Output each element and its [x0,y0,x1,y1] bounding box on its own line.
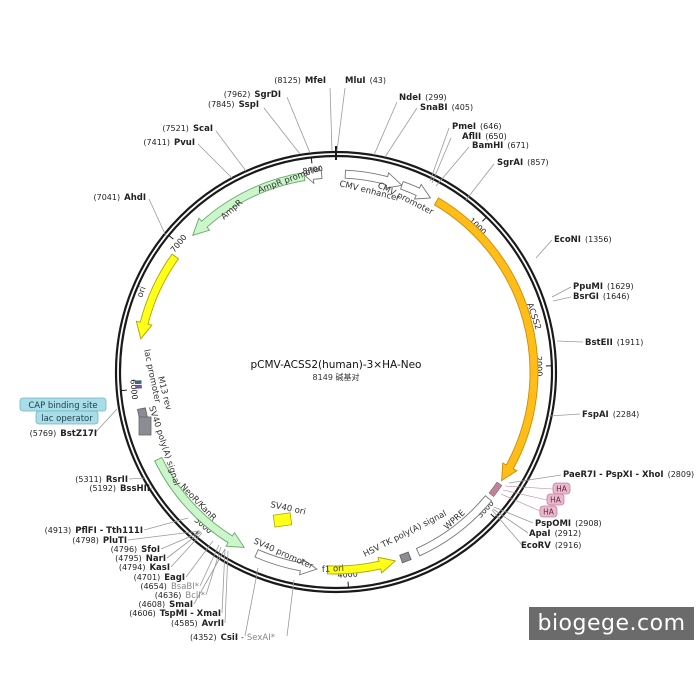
site-xhoi: PaeR7I - PspXI - XhoI(2809) [563,470,694,480]
site-xmai: (4606)TspMI - XmaI [129,609,221,619]
svg-text:HA: HA [543,508,555,517]
site-scai: (7521)ScaI [162,124,213,134]
tick-3000 [490,513,496,519]
watermark: biogege.com [529,607,694,640]
label-f1-ori: f1 ori [322,564,345,575]
site-ppumi: PpuMI(1629) [573,282,634,292]
site-smai: (4608)SmaI [139,600,194,610]
site-sspi: (7845)SspI [208,100,259,110]
feature-ampr [192,172,306,237]
site-bcli: (4636)BclI* [155,591,205,601]
site-fspai: FspAI(2284) [582,410,639,420]
backbone-inner [118,154,554,590]
site-leaders [94,87,584,637]
feature-arrows [135,166,539,576]
sv40-ori-box [272,512,293,528]
feature-ampr-promoter [305,166,323,185]
site-rsrii: (5311)RsrII [75,475,128,485]
site-bstz17i: (5769)BstZ17I [30,429,97,439]
restriction-sites: (8125)MfeI MluI(43) (7962)SgrDI (7845)Ss… [30,76,695,643]
site-snabi: SnaBI(405) [420,103,473,113]
tick-7000 [168,234,174,240]
backbone-outer [114,150,558,594]
mark-cap-binding-site [134,380,142,385]
site-pvui: (7411)PvuI [143,138,195,148]
label-ori: ori [135,285,148,299]
site-sgrdi: (7962)SgrDI [224,90,281,100]
plasmid-size: 8149 碱基对 [313,372,360,382]
tick-1000 [481,216,487,222]
lac-operator-badge: lac operator [35,410,99,425]
feature-wpre [415,495,493,557]
feature-cmv-promoter [399,180,432,200]
site-apai: ApaI(2912) [529,529,581,539]
ha-tag-3: HA [539,505,558,518]
label-hsv-tk-polya: HSV TK poly(A) signal [362,509,449,560]
site-avrii: (4585)AvrII [171,619,224,629]
site-ndei: NdeI(299) [399,93,447,103]
sv40-poly-a-box [138,416,152,436]
mark-3xha [488,481,503,498]
feature-sv40-promoter [254,549,318,576]
tick-label-6000: 6000 [128,379,139,400]
feature-hsv-tk-poly-a-signal [399,551,412,564]
ha-tag-leaders [500,485,554,512]
feature-f1-ori [326,556,397,575]
site-mfei: (8125)MfeI [274,76,326,86]
tick-label-4000: 4000 [337,570,358,580]
site-eagi: (4701)EagI [134,573,185,583]
svg-text:HA: HA [550,496,562,505]
site-sfoi: (4796)SfoI [111,545,160,555]
feature-neor-kanr [154,456,246,548]
site-pspomi: PspOMI(2908) [535,519,602,529]
plasmid-title: pCMV-ACSS2(human)-3×HA-Neo [251,359,422,371]
site-nari: (4795)NarI [115,554,166,564]
site-ahdi: (7041)AhdI [94,193,147,203]
svg-text:HA: HA [556,485,568,494]
site-pmei: PmeI(646) [452,122,502,132]
site-bsabi: (4654)BsaBI* [140,582,199,592]
ha-tag-1: HA [552,482,571,495]
tick-label-2000: 2000 [534,356,544,377]
mark-lac-operator [135,384,142,389]
feature-acss2 [433,197,539,482]
site-csii-sexai: (4352)CsiI-SexAI* [190,633,275,643]
site-mlui: MluI(43) [345,76,386,86]
site-bsrgi: BsrGI(1646) [573,292,629,302]
svg-text:lac operator: lac operator [41,414,93,424]
ha-tag-2: HA [546,493,565,506]
site-sgrai: SgrAI(857) [497,158,549,168]
site-kasi: (4794)KasI [119,563,170,573]
feature-cmv-enhancer [344,169,403,189]
tick-label-7000: 7000 [169,233,189,254]
feature-ori [135,253,180,340]
tick-6000 [120,389,127,392]
site-bamhi: BamHI(671) [472,141,529,151]
site-pluti: (4798)PluTI [72,536,127,546]
small-features [134,380,503,498]
site-tth111i: (4913)PflFI - Tth111I [45,526,143,536]
svg-text:CAP binding site: CAP binding site [28,401,97,411]
site-aflii: AflII(650) [462,132,507,142]
site-bsteii: BstEII(1911) [585,338,643,348]
site-ecorv: EcoRV(2916) [521,541,581,551]
site-econi: EcoNI(1356) [554,235,612,245]
tick-8000 [310,157,313,164]
cap-binding-site-badge: CAP binding site [19,397,107,412]
site-bsshii: (5192)BssHII [89,484,150,494]
